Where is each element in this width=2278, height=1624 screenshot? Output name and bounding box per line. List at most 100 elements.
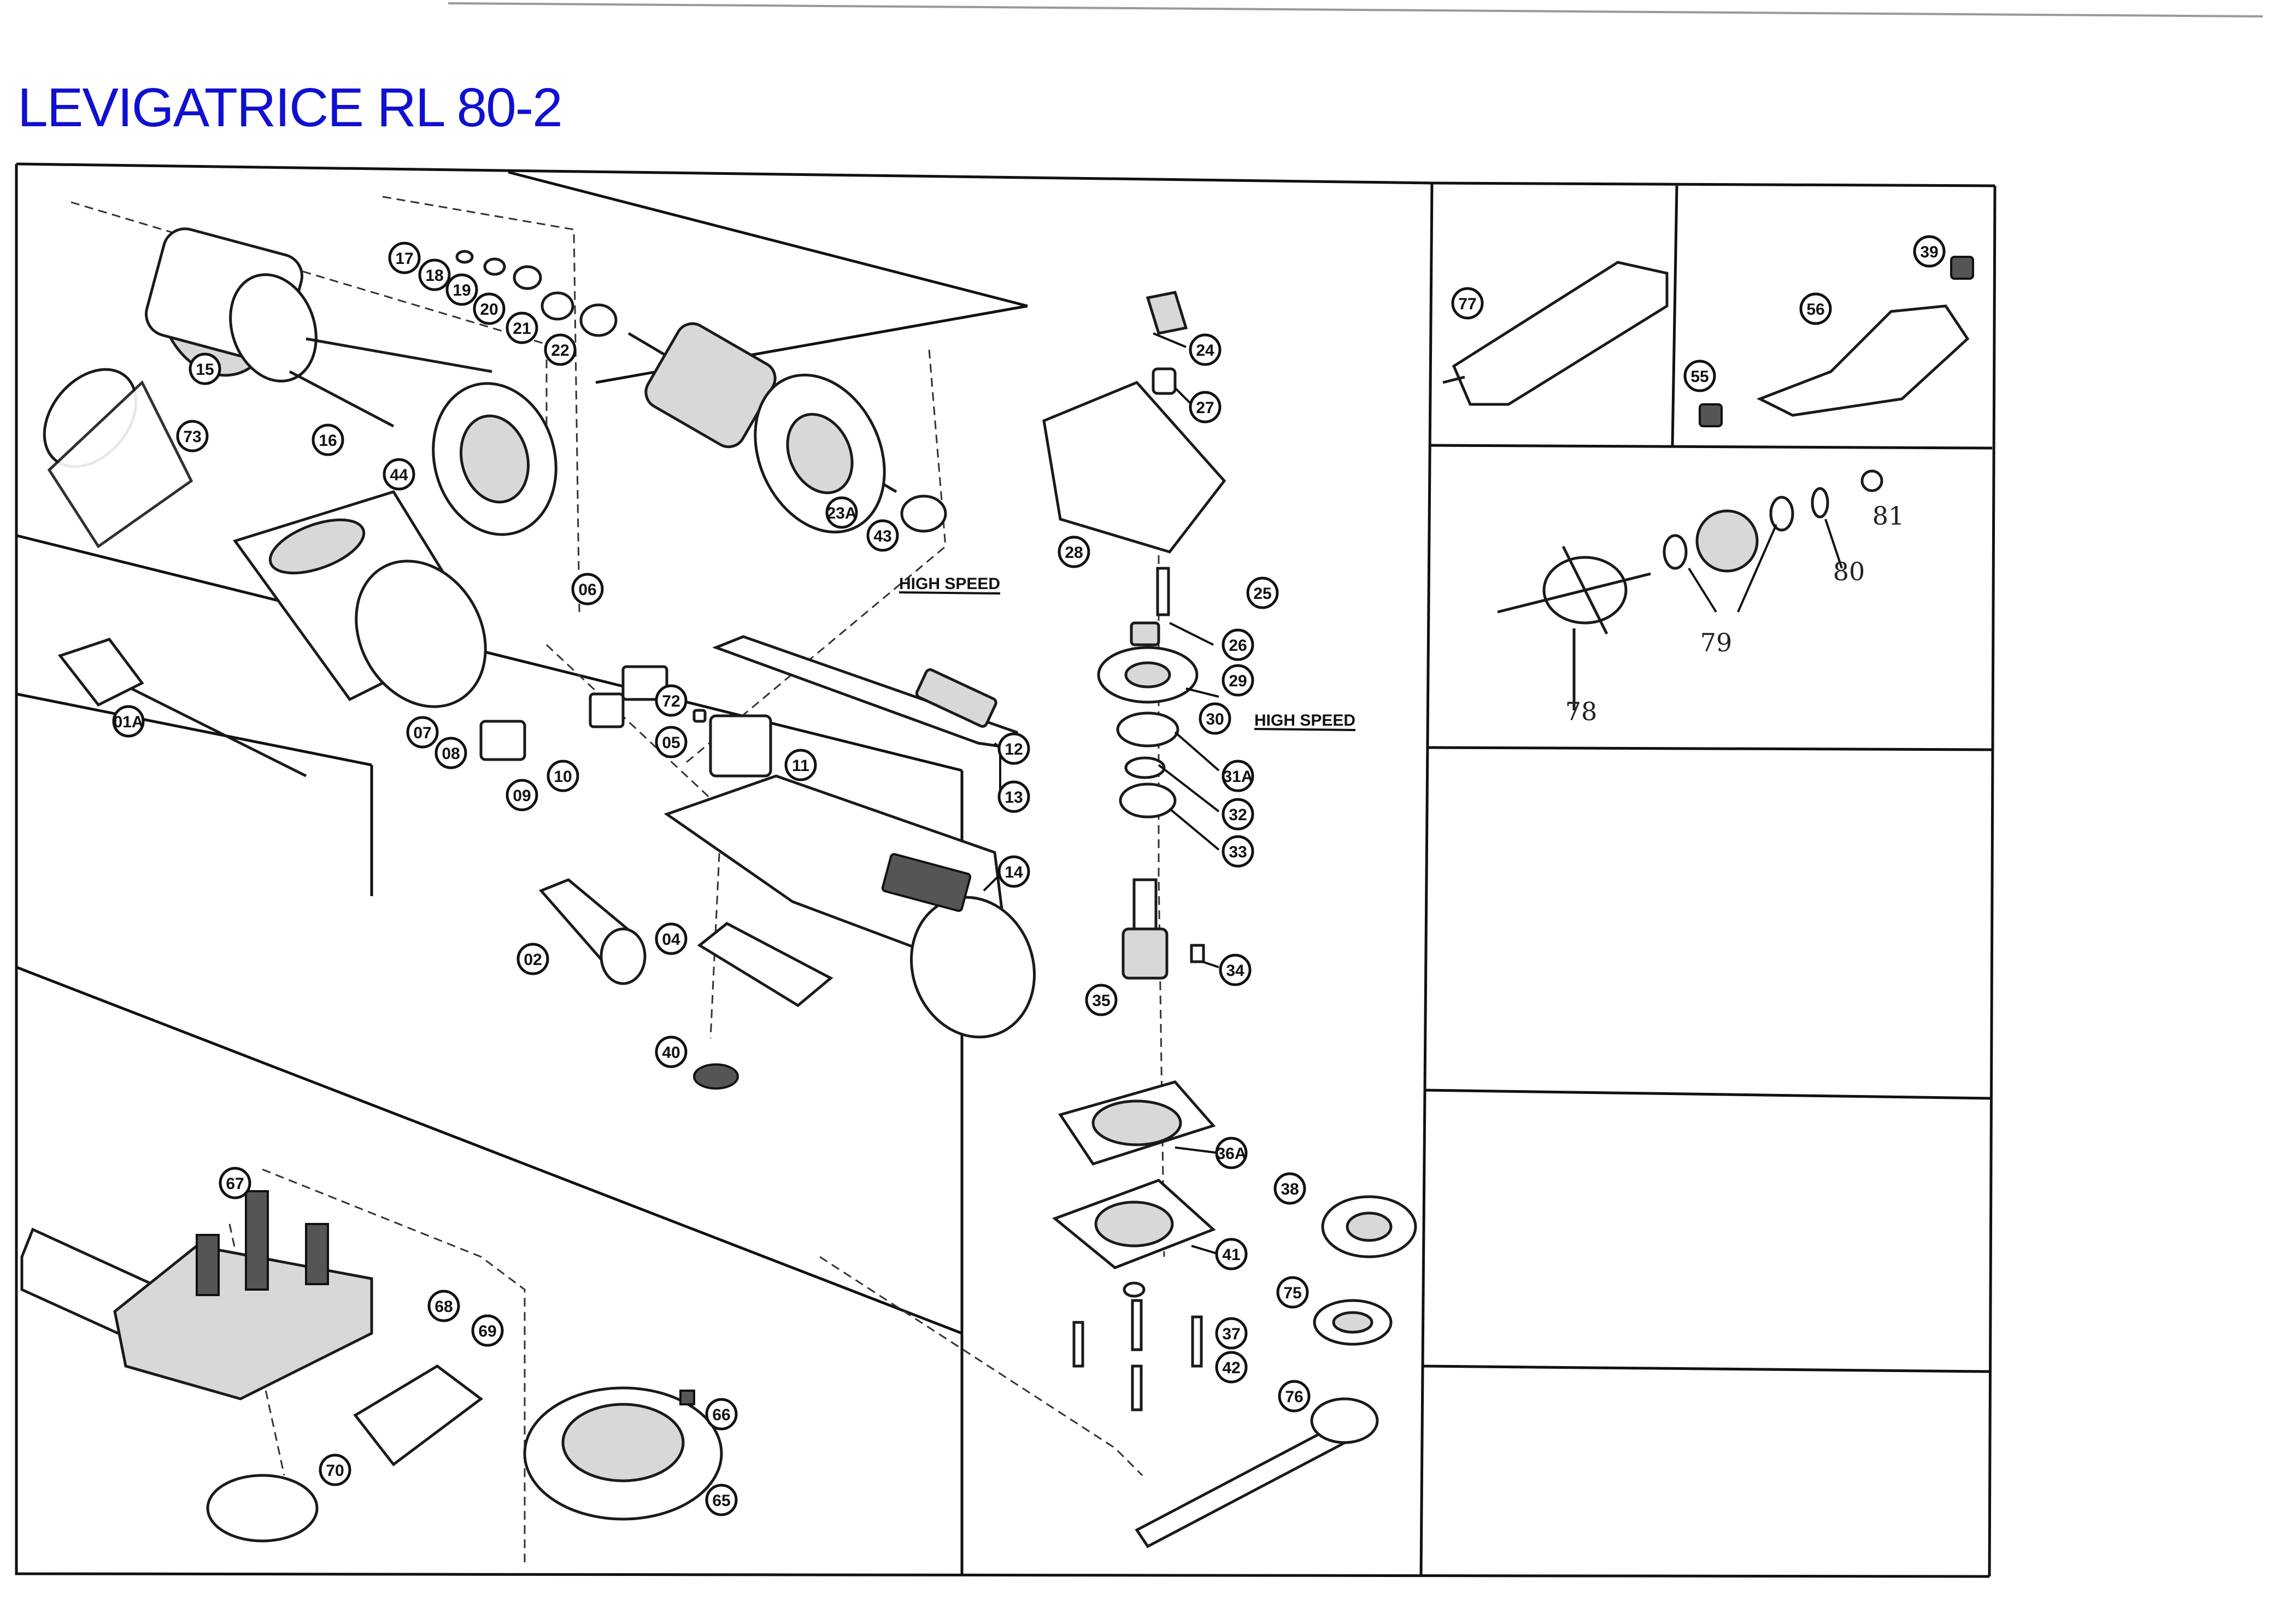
callout-27: 27 [1189,391,1222,423]
callout-29: 29 [1222,664,1254,697]
screws-38-42 [1072,1299,1203,1411]
callout-56: 56 [1799,292,1832,325]
callout-33: 33 [1222,835,1254,868]
armature-23A [627,322,947,534]
callout-04: 04 [655,922,688,955]
spanner-wrench-77 [1135,1397,1379,1549]
small-bearings [455,250,618,337]
callout-68: 68 [427,1290,460,1322]
callout-30: 30 [1199,702,1231,735]
callout-13: 13 [997,780,1030,813]
svg-text:39: 39 [1920,243,1938,261]
callout-77: 77 [1451,287,1484,320]
svg-text:72: 72 [662,692,680,710]
svg-text:31A: 31A [1223,768,1253,786]
switch-parts [479,665,772,778]
svg-text:05: 05 [662,734,680,752]
svg-text:10: 10 [554,768,572,786]
power-cord-01A [57,638,307,778]
callout-21: 21 [506,311,538,344]
scan-top-edge [448,2,2263,17]
svg-text:56: 56 [1806,301,1824,319]
callout-18: 18 [418,258,451,291]
callout-39: 39 [1913,235,1946,268]
brush-rods-16 [289,337,492,428]
svg-text:22: 22 [551,342,569,360]
callout-19: 19 [445,273,478,306]
high-speed-label-1: HIGH SPEED [899,575,1000,595]
svg-text:HIGH SPEED: HIGH SPEED [1254,711,1355,729]
svg-text:76: 76 [1285,1388,1303,1406]
svg-text:55: 55 [1690,368,1708,386]
svg-text:07: 07 [413,724,431,742]
callout-31a: 31A [1222,760,1254,792]
callout-75: 75 [1276,1276,1309,1309]
callout-25: 25 [1246,576,1279,609]
frame-lines [15,162,1997,1578]
svg-text:12: 12 [1005,740,1023,758]
part-number-80: 80 [1833,557,1865,586]
nut-81 [1860,469,1883,492]
svg-text:37: 37 [1222,1325,1240,1343]
callout-72: 72 [655,684,688,717]
svg-text:43: 43 [873,527,891,545]
page-title: LEVIGATRICE RL 80-2 [17,77,563,138]
svg-text:21: 21 [513,320,531,338]
callout-05: 05 [655,726,688,758]
callout-73: 73 [176,420,209,452]
callout-23a: 23A [825,496,858,529]
callout-38: 38 [1273,1172,1306,1205]
callout-76: 76 [1278,1380,1311,1413]
callout-06: 06 [571,573,604,605]
nose-cone-02 [538,878,647,985]
callout-66: 66 [705,1398,738,1431]
callout-35: 35 [1085,984,1118,1016]
spindle-flange-65 [523,1386,723,1521]
callout-15: 15 [189,352,221,385]
gear-head-25 [1042,291,1226,554]
svg-text:67: 67 [226,1175,244,1193]
svg-text:19: 19 [453,281,471,299]
callout-55: 55 [1683,360,1716,392]
svg-text:75: 75 [1283,1284,1301,1302]
fan-ring-44 [432,382,557,536]
callout-14: 14 [997,855,1030,888]
svg-text:65: 65 [712,1492,730,1510]
part-number-81: 81 [1872,501,1905,531]
callout-10: 10 [547,760,579,792]
callout-16: 16 [312,423,344,456]
washer-80 [1811,487,1843,569]
svg-text:09: 09 [513,787,531,805]
side-handle-39 [1442,261,1669,406]
svg-text:08: 08 [442,745,460,763]
gasket-41 [1058,1080,1216,1166]
callout-07: 07 [406,716,439,749]
callouts: 171819202122151673440623A432427282526293… [112,235,1946,1516]
svg-text:26: 26 [1229,637,1247,655]
callout-42: 42 [1215,1351,1248,1384]
part-number-79: 79 [1700,628,1733,657]
leader-lines [983,332,1220,1255]
callout-17: 17 [388,242,421,274]
callout-67: 67 [219,1167,251,1199]
guard-assembly [20,1190,484,1543]
callout-34: 34 [1219,954,1252,986]
d-handle-55 [1699,256,1974,427]
callout-70: 70 [319,1454,351,1486]
svg-text:01A: 01A [113,713,143,731]
callout-20: 20 [473,292,506,325]
callout-41: 41 [1215,1238,1248,1270]
gear-housing-14 [664,774,1036,1039]
svg-text:18: 18 [425,267,443,285]
svg-text:69: 69 [478,1322,496,1340]
callout-43: 43 [866,519,899,552]
svg-text:32: 32 [1229,806,1247,824]
svg-text:68: 68 [435,1298,453,1316]
svg-text:14: 14 [1005,863,1023,881]
flange-nut-76 [1313,1299,1393,1346]
stator-15 [145,227,318,383]
svg-text:29: 29 [1229,672,1247,690]
callout-02: 02 [516,943,549,975]
svg-text:17: 17 [395,250,413,268]
